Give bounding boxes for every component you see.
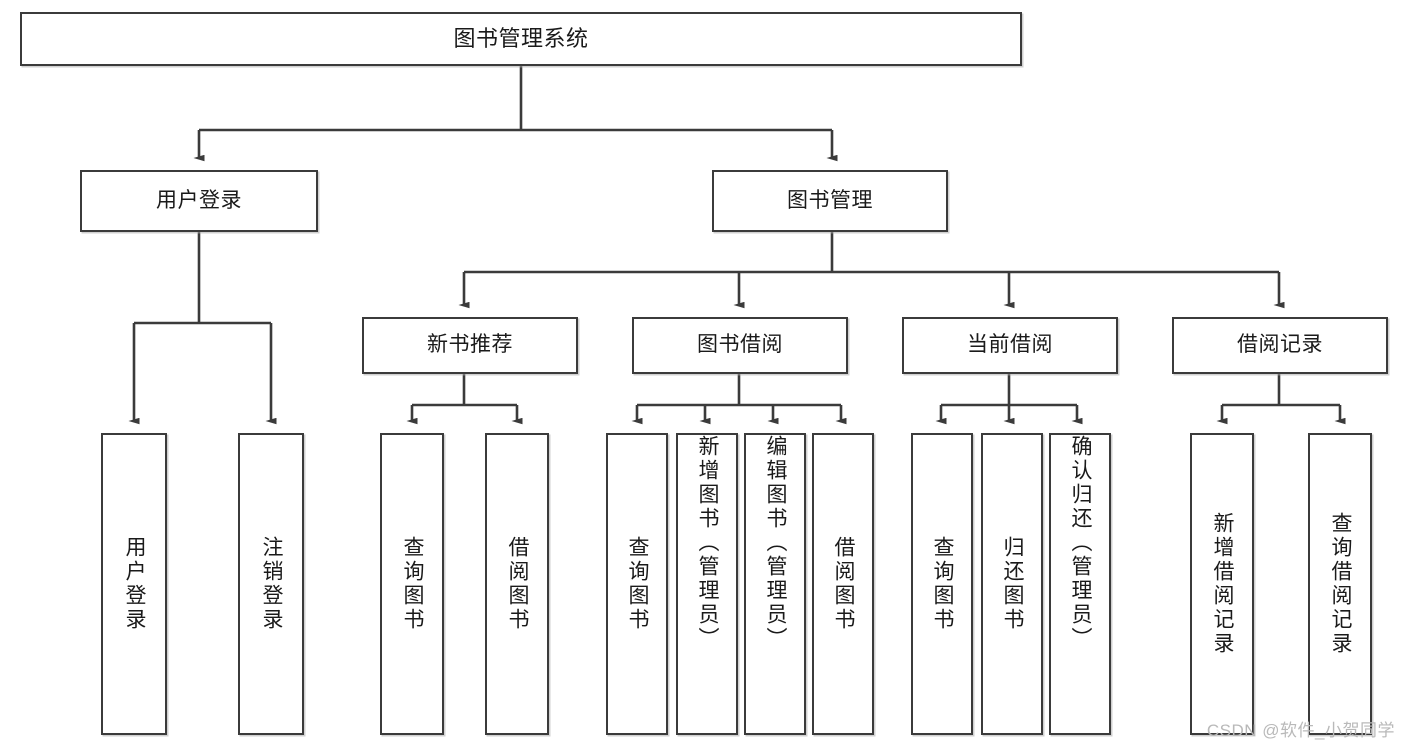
leaf-borrow-edit-book-label: 编辑图书（管理员） — [764, 435, 788, 651]
node-borrow-record-label: 借阅记录 — [1237, 333, 1323, 357]
leaf-borrow-add-book-label: 新增图书（管理员） — [696, 435, 720, 651]
leaf-current-query-book-label: 查询图书 — [931, 536, 955, 632]
node-user-login-label: 用户登录 — [156, 188, 242, 212]
node-current-borrow[interactable]: 当前借阅 — [902, 317, 1118, 374]
leaf-borrow-query-book-label: 查询图书 — [626, 536, 650, 632]
node-user-login[interactable]: 用户登录 — [80, 170, 318, 232]
leaf-borrow-borrow-book-label: 借阅图书 — [832, 536, 856, 632]
leaf-borrow-borrow-book[interactable]: 借阅图书 — [812, 433, 874, 735]
node-book-management[interactable]: 图书管理 — [712, 170, 948, 232]
leaf-record-add-record[interactable]: 新增借阅记录 — [1190, 433, 1254, 735]
node-book-borrow-label: 图书借阅 — [697, 333, 783, 357]
node-book-borrow[interactable]: 图书借阅 — [632, 317, 848, 374]
leaf-current-return-book[interactable]: 归还图书 — [981, 433, 1043, 735]
leaf-user-logout[interactable]: 注销登录 — [238, 433, 304, 735]
leaf-user-login-label: 用户登录 — [123, 536, 147, 632]
leaf-borrow-query-book[interactable]: 查询图书 — [606, 433, 668, 735]
node-root-label: 图书管理系统 — [453, 26, 589, 52]
node-root[interactable]: 图书管理系统 — [20, 12, 1022, 66]
leaf-recommend-query-book-label: 查询图书 — [401, 536, 425, 632]
leaf-user-login[interactable]: 用户登录 — [101, 433, 167, 735]
leaf-current-confirm-return-label: 确认归还（管理员） — [1069, 435, 1093, 651]
leaf-borrow-edit-book[interactable]: 编辑图书（管理员） — [744, 433, 806, 735]
leaf-current-query-book[interactable]: 查询图书 — [911, 433, 973, 735]
node-current-borrow-label: 当前借阅 — [967, 333, 1053, 357]
node-new-book-recommend-label: 新书推荐 — [427, 333, 513, 357]
leaf-recommend-borrow-book[interactable]: 借阅图书 — [485, 433, 549, 735]
leaf-current-return-book-label: 归还图书 — [1001, 536, 1025, 632]
leaf-recommend-borrow-book-label: 借阅图书 — [506, 536, 530, 632]
node-borrow-record[interactable]: 借阅记录 — [1172, 317, 1388, 374]
node-book-management-label: 图书管理 — [787, 188, 873, 212]
leaf-recommend-query-book[interactable]: 查询图书 — [380, 433, 444, 735]
leaf-user-logout-label: 注销登录 — [260, 536, 284, 632]
leaf-record-query-record-label: 查询借阅记录 — [1329, 512, 1353, 656]
leaf-current-confirm-return[interactable]: 确认归还（管理员） — [1049, 433, 1111, 735]
node-new-book-recommend[interactable]: 新书推荐 — [362, 317, 578, 374]
leaf-record-query-record[interactable]: 查询借阅记录 — [1308, 433, 1372, 735]
leaf-borrow-add-book[interactable]: 新增图书（管理员） — [676, 433, 738, 735]
leaf-record-add-record-label: 新增借阅记录 — [1211, 512, 1235, 656]
